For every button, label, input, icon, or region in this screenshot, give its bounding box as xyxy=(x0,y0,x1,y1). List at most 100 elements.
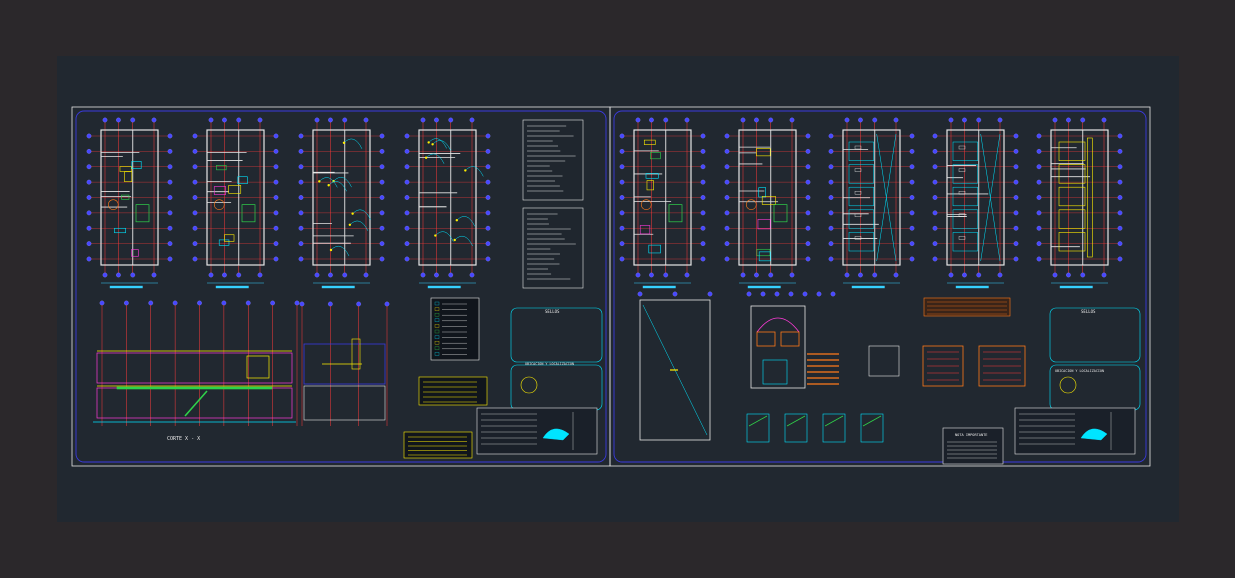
legend-symbol xyxy=(434,318,440,322)
grid-bubble xyxy=(724,225,730,231)
sheet-frame-left xyxy=(75,110,607,463)
grid-bubble xyxy=(404,256,410,262)
grid-bubble xyxy=(192,210,198,216)
beam xyxy=(1087,137,1093,258)
grid-bubble xyxy=(858,117,863,123)
grid-bubble xyxy=(746,291,752,297)
north-arrow-2 xyxy=(1059,376,1077,394)
footing-detail-2 xyxy=(978,345,1026,387)
grid-bubble xyxy=(932,195,938,200)
grid-bubble xyxy=(298,164,304,170)
legend-yellow-2 xyxy=(403,431,473,459)
slab-panel xyxy=(848,186,874,207)
grid-bubble xyxy=(707,291,713,297)
grid-bubble xyxy=(909,256,915,262)
facade-window xyxy=(780,331,800,347)
title-block-logo xyxy=(542,428,570,441)
column-detail xyxy=(868,345,900,377)
plan-fixture xyxy=(650,152,661,160)
grid-bubble xyxy=(257,272,263,278)
section-level-1 xyxy=(96,352,293,384)
slab-panel xyxy=(848,209,874,229)
elec-circuit xyxy=(349,220,369,231)
facade-arch xyxy=(756,317,800,333)
plan-title-bar xyxy=(851,285,885,289)
cad-drawing-canvas[interactable]: CORTE X - X SELLOS UBICACION Y LOCALIZAC… xyxy=(57,56,1179,522)
grid-bubble xyxy=(404,133,410,139)
grid-bubble xyxy=(724,164,730,170)
section-yy-lower xyxy=(303,385,386,421)
grid-bubble xyxy=(363,272,369,278)
grid-bubble xyxy=(619,225,625,231)
plan-title-bar xyxy=(1059,285,1093,289)
legend-symbol xyxy=(434,301,440,306)
grid-bubble xyxy=(151,272,157,278)
foundation-detail xyxy=(746,413,770,443)
grid-bubble xyxy=(805,195,811,200)
slab-tag xyxy=(958,236,966,240)
grid-bubble xyxy=(700,164,706,170)
grid-bubble xyxy=(130,272,136,278)
elec-point xyxy=(434,234,437,237)
grid-bubble xyxy=(976,117,982,123)
plan-fixture xyxy=(216,164,227,171)
grid-bubble xyxy=(167,164,173,170)
plan-fixture xyxy=(761,196,776,205)
grid-bubble xyxy=(434,117,439,123)
foundation-detail xyxy=(822,413,846,443)
grid-bubble xyxy=(1013,133,1019,139)
elec-circuit xyxy=(352,209,371,220)
grid-bubble xyxy=(404,210,410,216)
section-slab xyxy=(116,386,273,390)
floor-plan xyxy=(828,117,915,289)
grid-bubble xyxy=(909,149,915,154)
slab-tag xyxy=(854,145,862,150)
grid-bubble xyxy=(1036,133,1042,139)
grid-bubble xyxy=(485,210,491,216)
grid-bubble xyxy=(236,117,242,123)
floor-plan xyxy=(192,117,279,289)
grid-bubble xyxy=(342,272,348,278)
plan-fixture xyxy=(758,187,766,198)
plan-fixture xyxy=(639,225,651,235)
grid-bubble xyxy=(1117,210,1123,216)
grid-bubble xyxy=(314,117,320,123)
elec-point xyxy=(342,141,346,144)
plan-fixture xyxy=(237,176,248,184)
grid-bubble xyxy=(997,272,1003,278)
plan-title-bar xyxy=(747,285,781,289)
section-xx xyxy=(93,300,300,426)
legend-symbol xyxy=(434,352,440,356)
cad-model-space[interactable]: CORTE X - X SELLOS UBICACION Y LOCALIZAC… xyxy=(57,56,1179,522)
grid-bubble xyxy=(1101,272,1107,278)
grid-bubble xyxy=(485,133,491,139)
grid-bubble xyxy=(844,272,850,278)
floor-plan xyxy=(298,117,385,289)
grid-bubble xyxy=(684,272,690,278)
grid-bubble xyxy=(86,241,92,246)
grid-bubble xyxy=(932,210,938,216)
grid-bubble xyxy=(208,117,214,123)
grid-bubble xyxy=(485,164,491,170)
grid-bubble xyxy=(619,133,625,139)
facade-window xyxy=(756,331,776,347)
grid-bubble xyxy=(116,117,121,123)
detail-area xyxy=(746,297,1026,465)
grid-bubble xyxy=(192,241,198,246)
grid-bubble xyxy=(724,256,730,262)
grid-bubble xyxy=(1117,225,1123,231)
grid-bubble xyxy=(273,179,279,185)
slab-panel xyxy=(848,232,874,252)
grid-bubble xyxy=(379,210,385,216)
slab-diagonal xyxy=(876,133,897,262)
grid-bubble xyxy=(1066,117,1071,123)
grid-bubble xyxy=(298,210,304,216)
plan-table xyxy=(745,199,757,210)
grid-bubble xyxy=(700,256,706,262)
floor-plan xyxy=(404,117,491,289)
grid-bubble xyxy=(909,195,915,200)
grid-bubble xyxy=(948,117,954,123)
grid-bubble xyxy=(273,256,279,262)
grid-bubble xyxy=(805,225,811,231)
grid-bubble xyxy=(828,241,834,246)
